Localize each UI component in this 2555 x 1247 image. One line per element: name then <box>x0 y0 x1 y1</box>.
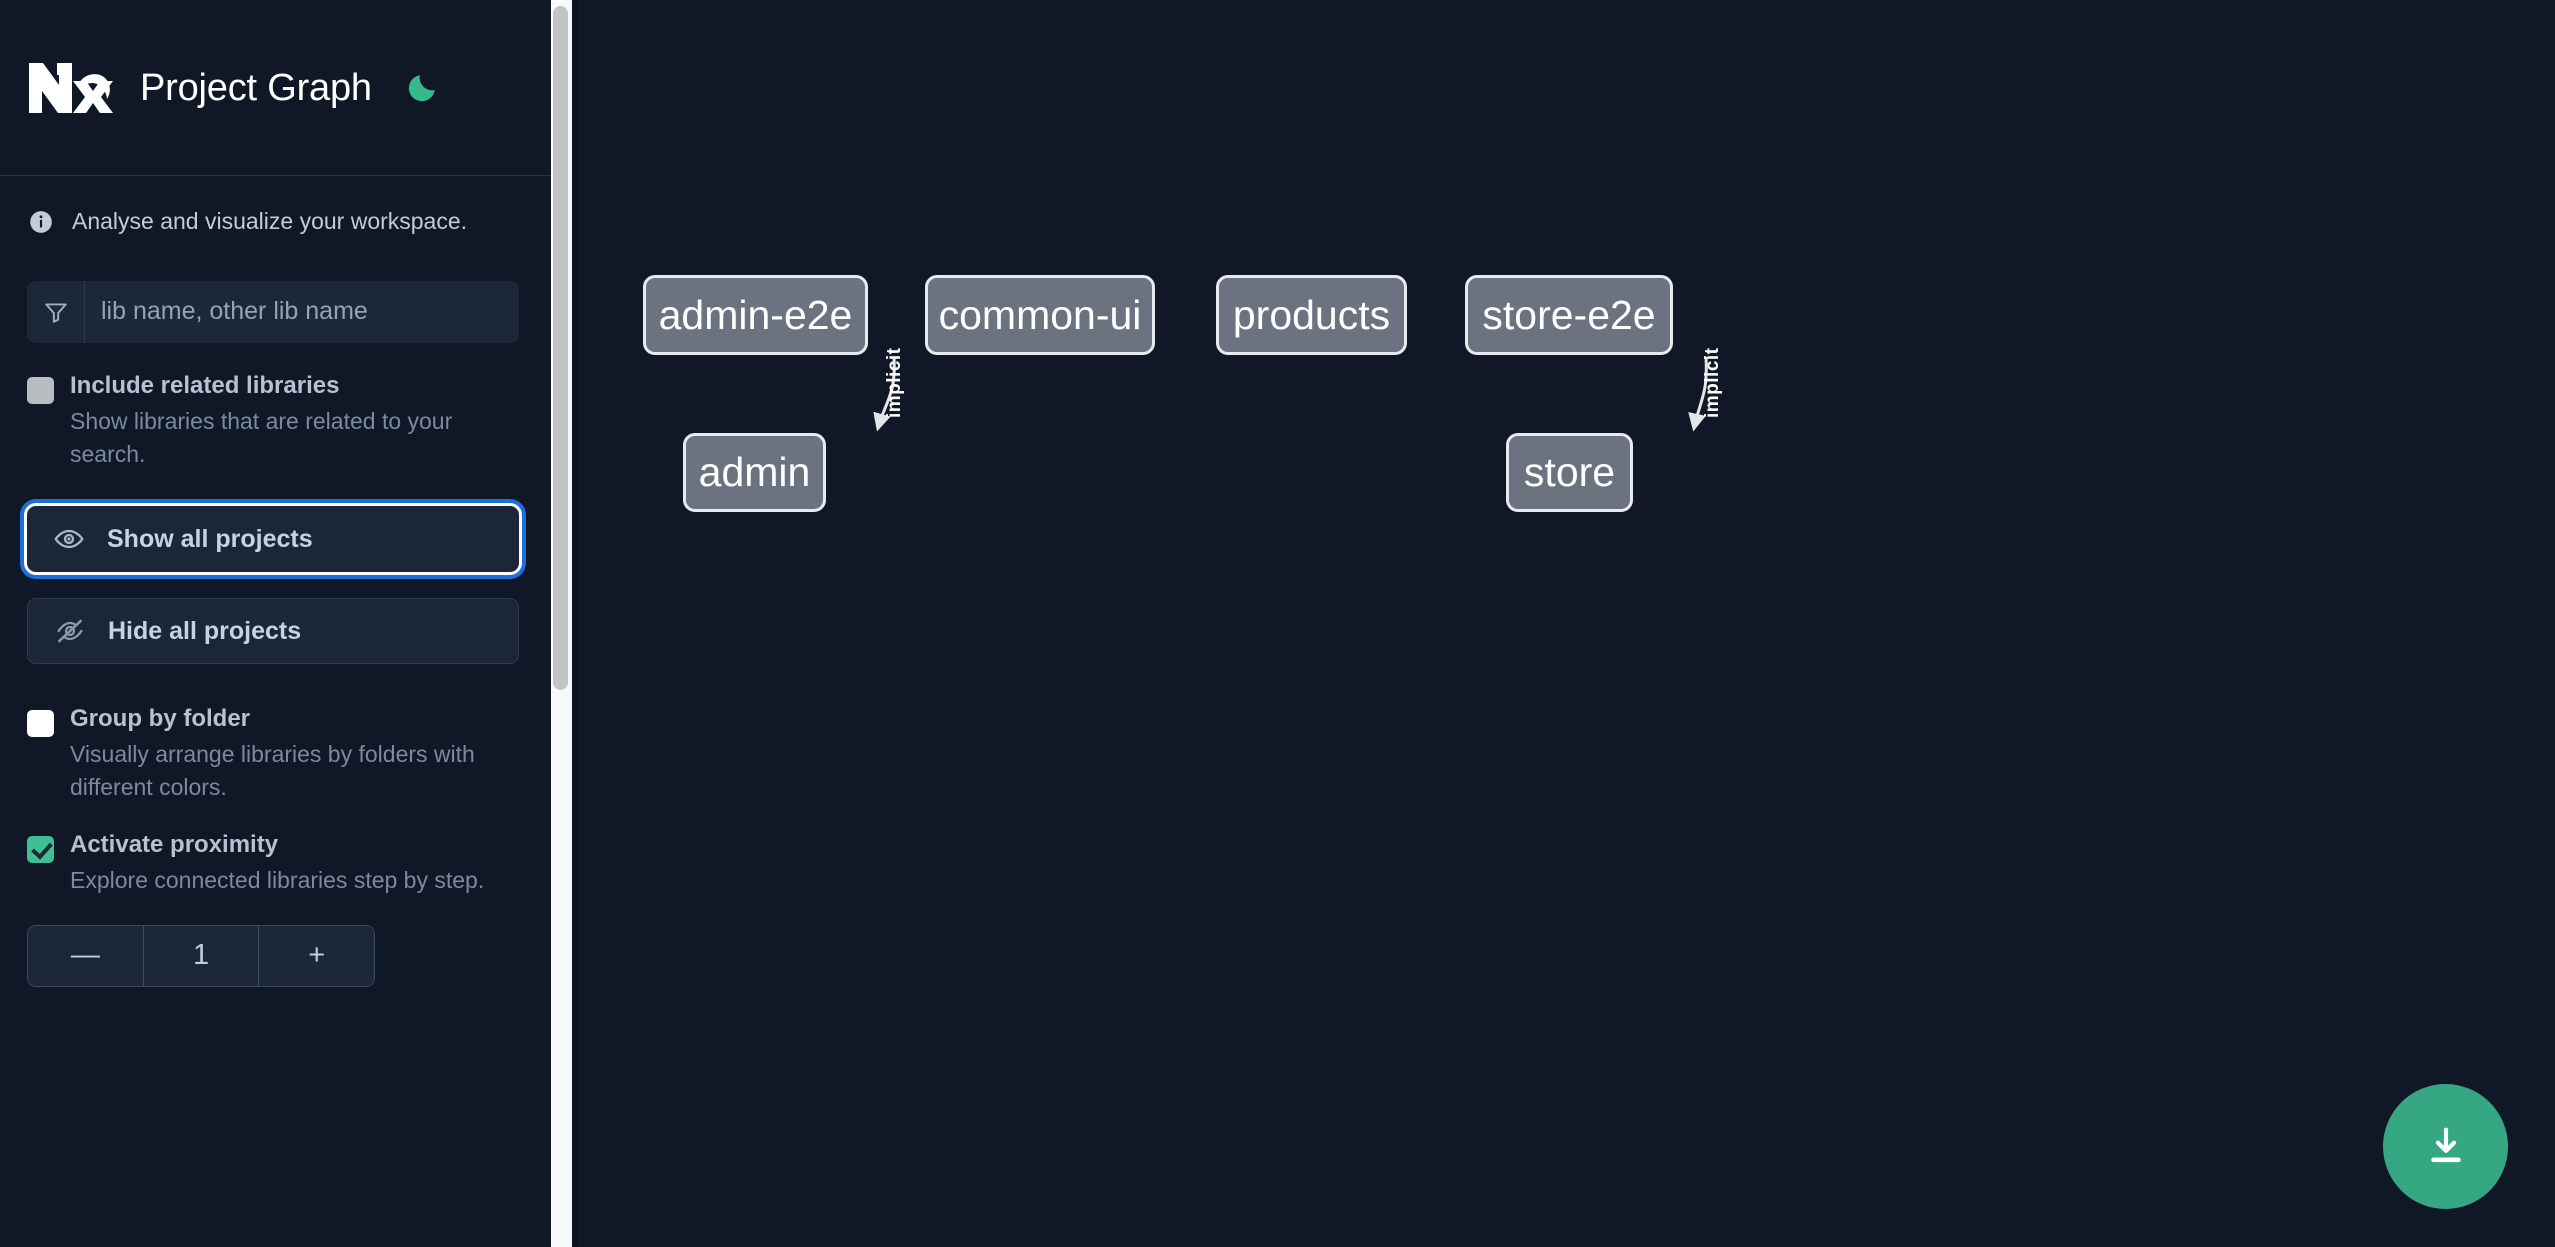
eye-off-icon <box>54 615 86 647</box>
sidebar-edge-divider <box>572 0 578 1247</box>
filter-funnel-icon <box>27 280 85 343</box>
search-section <box>0 236 551 343</box>
download-icon <box>2430 1127 2461 1162</box>
node-label: common-ui <box>938 291 1142 338</box>
checkbox-include-related-libraries[interactable] <box>27 376 54 404</box>
search-field-wrapper[interactable] <box>27 280 519 343</box>
node-label: store <box>1523 449 1616 495</box>
checkbox-activate-proximity[interactable] <box>27 835 54 863</box>
option-label: Group by folder <box>70 705 250 733</box>
graph-node-store-e2e[interactable]: store-e2e <box>1465 275 1673 355</box>
moon-icon[interactable] <box>402 68 442 108</box>
sidebar-scrollbar-thumb[interactable] <box>553 6 568 690</box>
graph-node-common-ui[interactable]: common-ui <box>925 275 1155 355</box>
show-all-projects-button[interactable]: Show all projects <box>27 506 519 573</box>
hide-all-projects-label: Hide all projects <box>108 616 302 645</box>
graph-node-admin-e2e[interactable]: admin-e2e <box>643 275 868 355</box>
graph-node-admin[interactable]: admin <box>683 433 826 512</box>
option-activate-proximity[interactable]: Activate proximity Explore connected lib… <box>0 804 551 897</box>
proximity-stepper: — 1 + <box>27 924 375 987</box>
nx-logo-icon <box>27 59 113 117</box>
search-input[interactable] <box>85 280 519 343</box>
sidebar-info-row: Analyse and visualize your workspace. <box>0 176 551 236</box>
download-graph-button[interactable] <box>2383 1084 2508 1209</box>
show-all-projects-label: Show all projects <box>107 524 313 553</box>
option-description: Explore connected libraries step by step… <box>70 867 485 894</box>
node-label: admin-e2e <box>658 291 853 338</box>
option-description: Show libraries that are related to your … <box>70 407 453 467</box>
option-group-by-folder[interactable]: Group by folder Visually arrange librari… <box>0 664 551 804</box>
sidebar-header: Project Graph <box>0 0 551 176</box>
stepper-value: 1 <box>142 925 259 986</box>
graph-canvas[interactable]: admin-e2e common-ui products store-e2e a… <box>578 0 2555 1247</box>
eye-icon <box>53 523 85 555</box>
node-label: admin <box>698 449 811 495</box>
node-label: products <box>1232 291 1391 338</box>
page-title: Project Graph <box>140 66 372 109</box>
info-circle-icon <box>28 209 54 235</box>
checkbox-group-by-folder[interactable] <box>27 710 54 738</box>
stepper-increment-button[interactable]: + <box>258 925 374 986</box>
edge-label-admin-e2e-to-admin: implicit <box>884 347 905 418</box>
edge-label-store-e2e-to-store: implicit <box>1702 347 1723 418</box>
option-include-related-libraries[interactable]: Include related libraries Show libraries… <box>0 343 551 471</box>
option-label: Activate proximity <box>70 830 279 858</box>
graph-edges-layer <box>873 356 1708 432</box>
graph-node-products[interactable]: products <box>1216 275 1407 355</box>
hide-all-projects-button[interactable]: Hide all projects <box>27 598 519 665</box>
sidebar-actions: Show all projects Hide all projects <box>0 470 551 665</box>
sidebar-info-text: Analyse and visualize your workspace. <box>72 208 468 234</box>
proximity-stepper-section: — 1 + <box>0 897 551 987</box>
graph-node-store[interactable]: store <box>1506 433 1633 512</box>
option-description: Visually arrange libraries by folders wi… <box>70 741 475 801</box>
edge-admin-e2e-to-admin <box>873 356 896 432</box>
edge-store-e2e-to-store <box>1688 356 1708 432</box>
node-label: store-e2e <box>1482 291 1656 338</box>
option-label: Include related libraries <box>70 371 340 399</box>
stepper-decrement-button[interactable]: — <box>28 925 143 986</box>
sidebar: Project Graph Analyse and visualize your… <box>0 0 551 1247</box>
